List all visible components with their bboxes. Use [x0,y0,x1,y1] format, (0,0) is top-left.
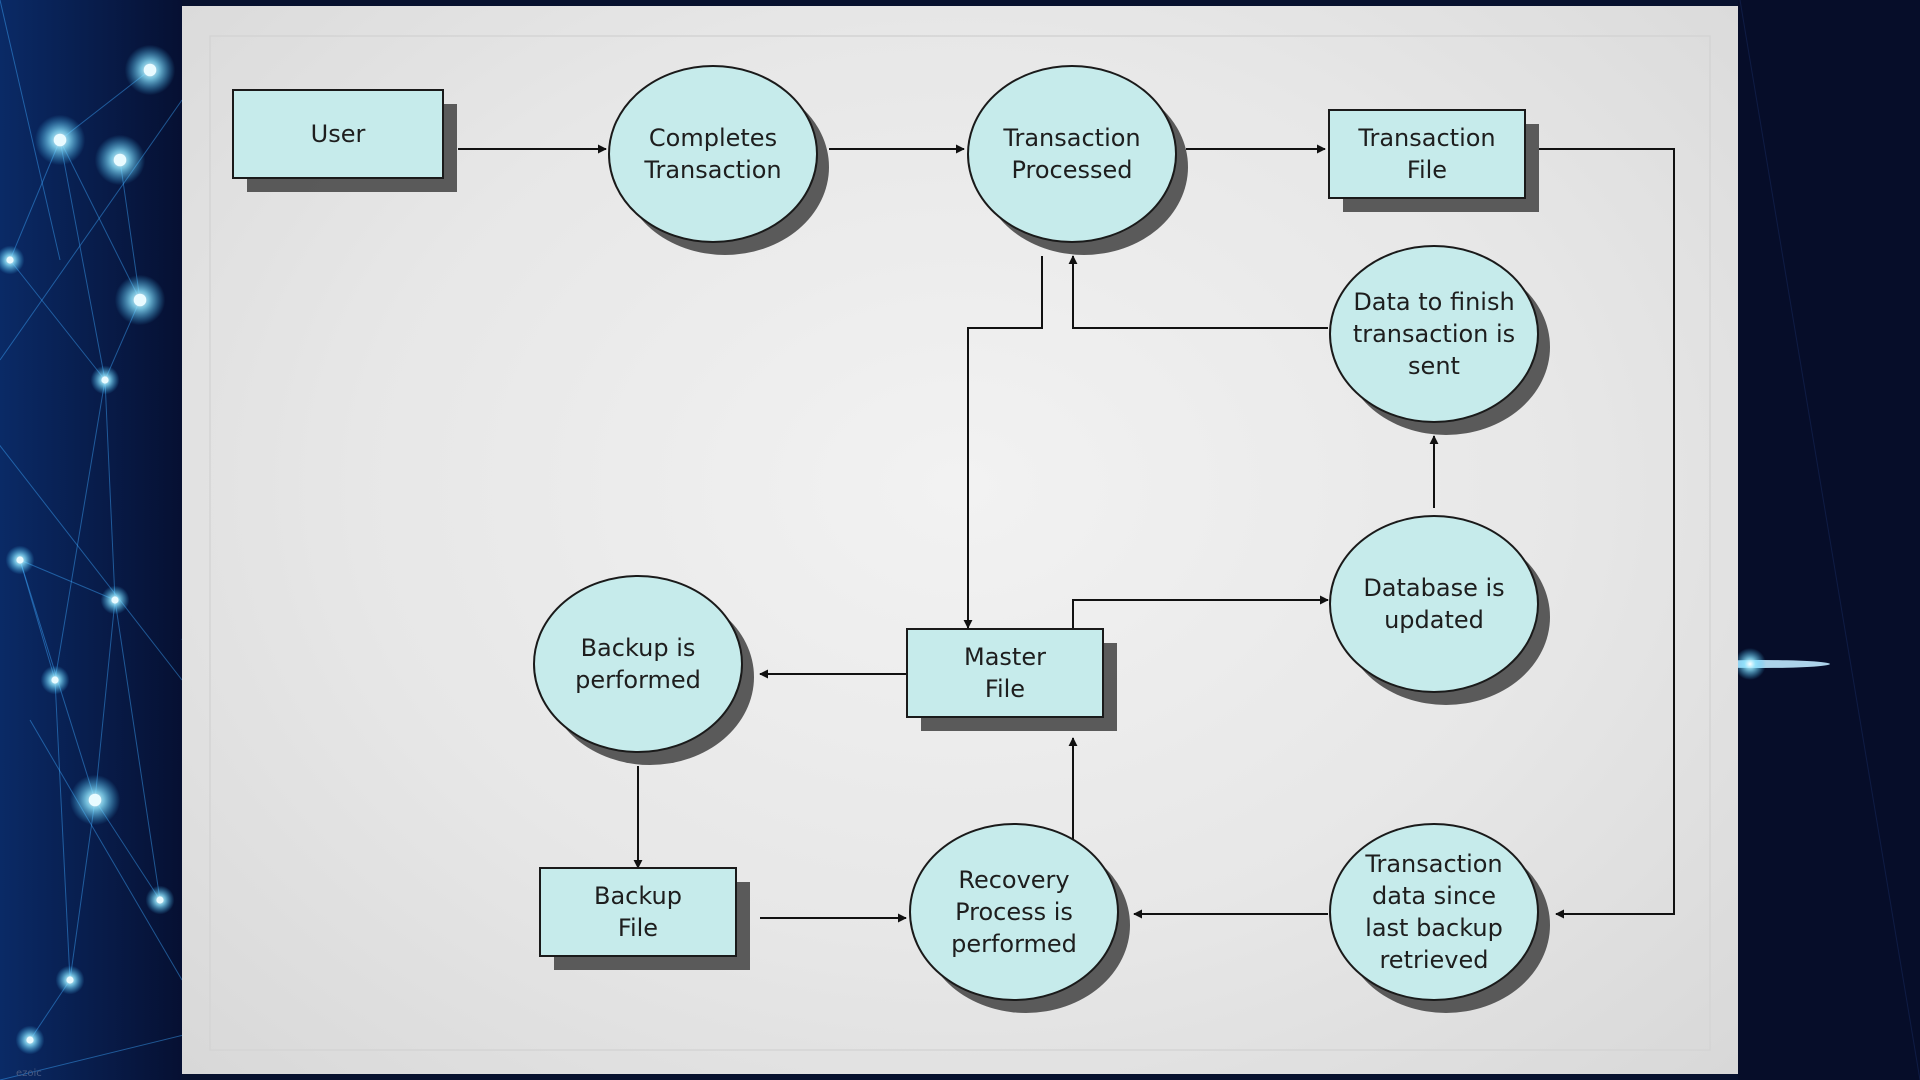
node-master [906,628,1117,731]
node-shape [1328,109,1526,199]
node-backupfile [539,867,750,970]
node-shape [608,65,818,243]
node-datasent [1329,245,1550,435]
node-shape [967,65,1177,243]
data-flow-diagram [209,35,1711,1051]
edge-master-to-dbupdated [1072,595,1329,628]
node-transfile [1328,109,1539,212]
node-backupperf [533,575,754,765]
node-shape [232,89,444,179]
node-completes [608,65,829,255]
slide-inner-border [209,35,1711,1051]
node-shape [533,575,743,753]
edge-datasent-to-processed [1068,255,1328,329]
node-shape [539,867,737,957]
node-shape [909,823,1119,1001]
edge-transfile-to-retrieved [1539,148,1675,919]
node-user [232,89,457,192]
network-nodes [0,44,176,1055]
edges-layer [458,144,1675,923]
node-dbupdated [1329,515,1550,705]
node-processed [967,65,1188,255]
nodes-layer [232,65,1550,1013]
watermark-text: ezoic [16,1068,42,1079]
node-shape [1329,245,1539,423]
node-shape [1329,515,1539,693]
node-shape [906,628,1104,718]
node-recovery [909,823,1130,1013]
edge-processed-to-master [963,256,1043,629]
node-shape [1329,823,1539,1001]
node-retrieved [1329,823,1550,1013]
